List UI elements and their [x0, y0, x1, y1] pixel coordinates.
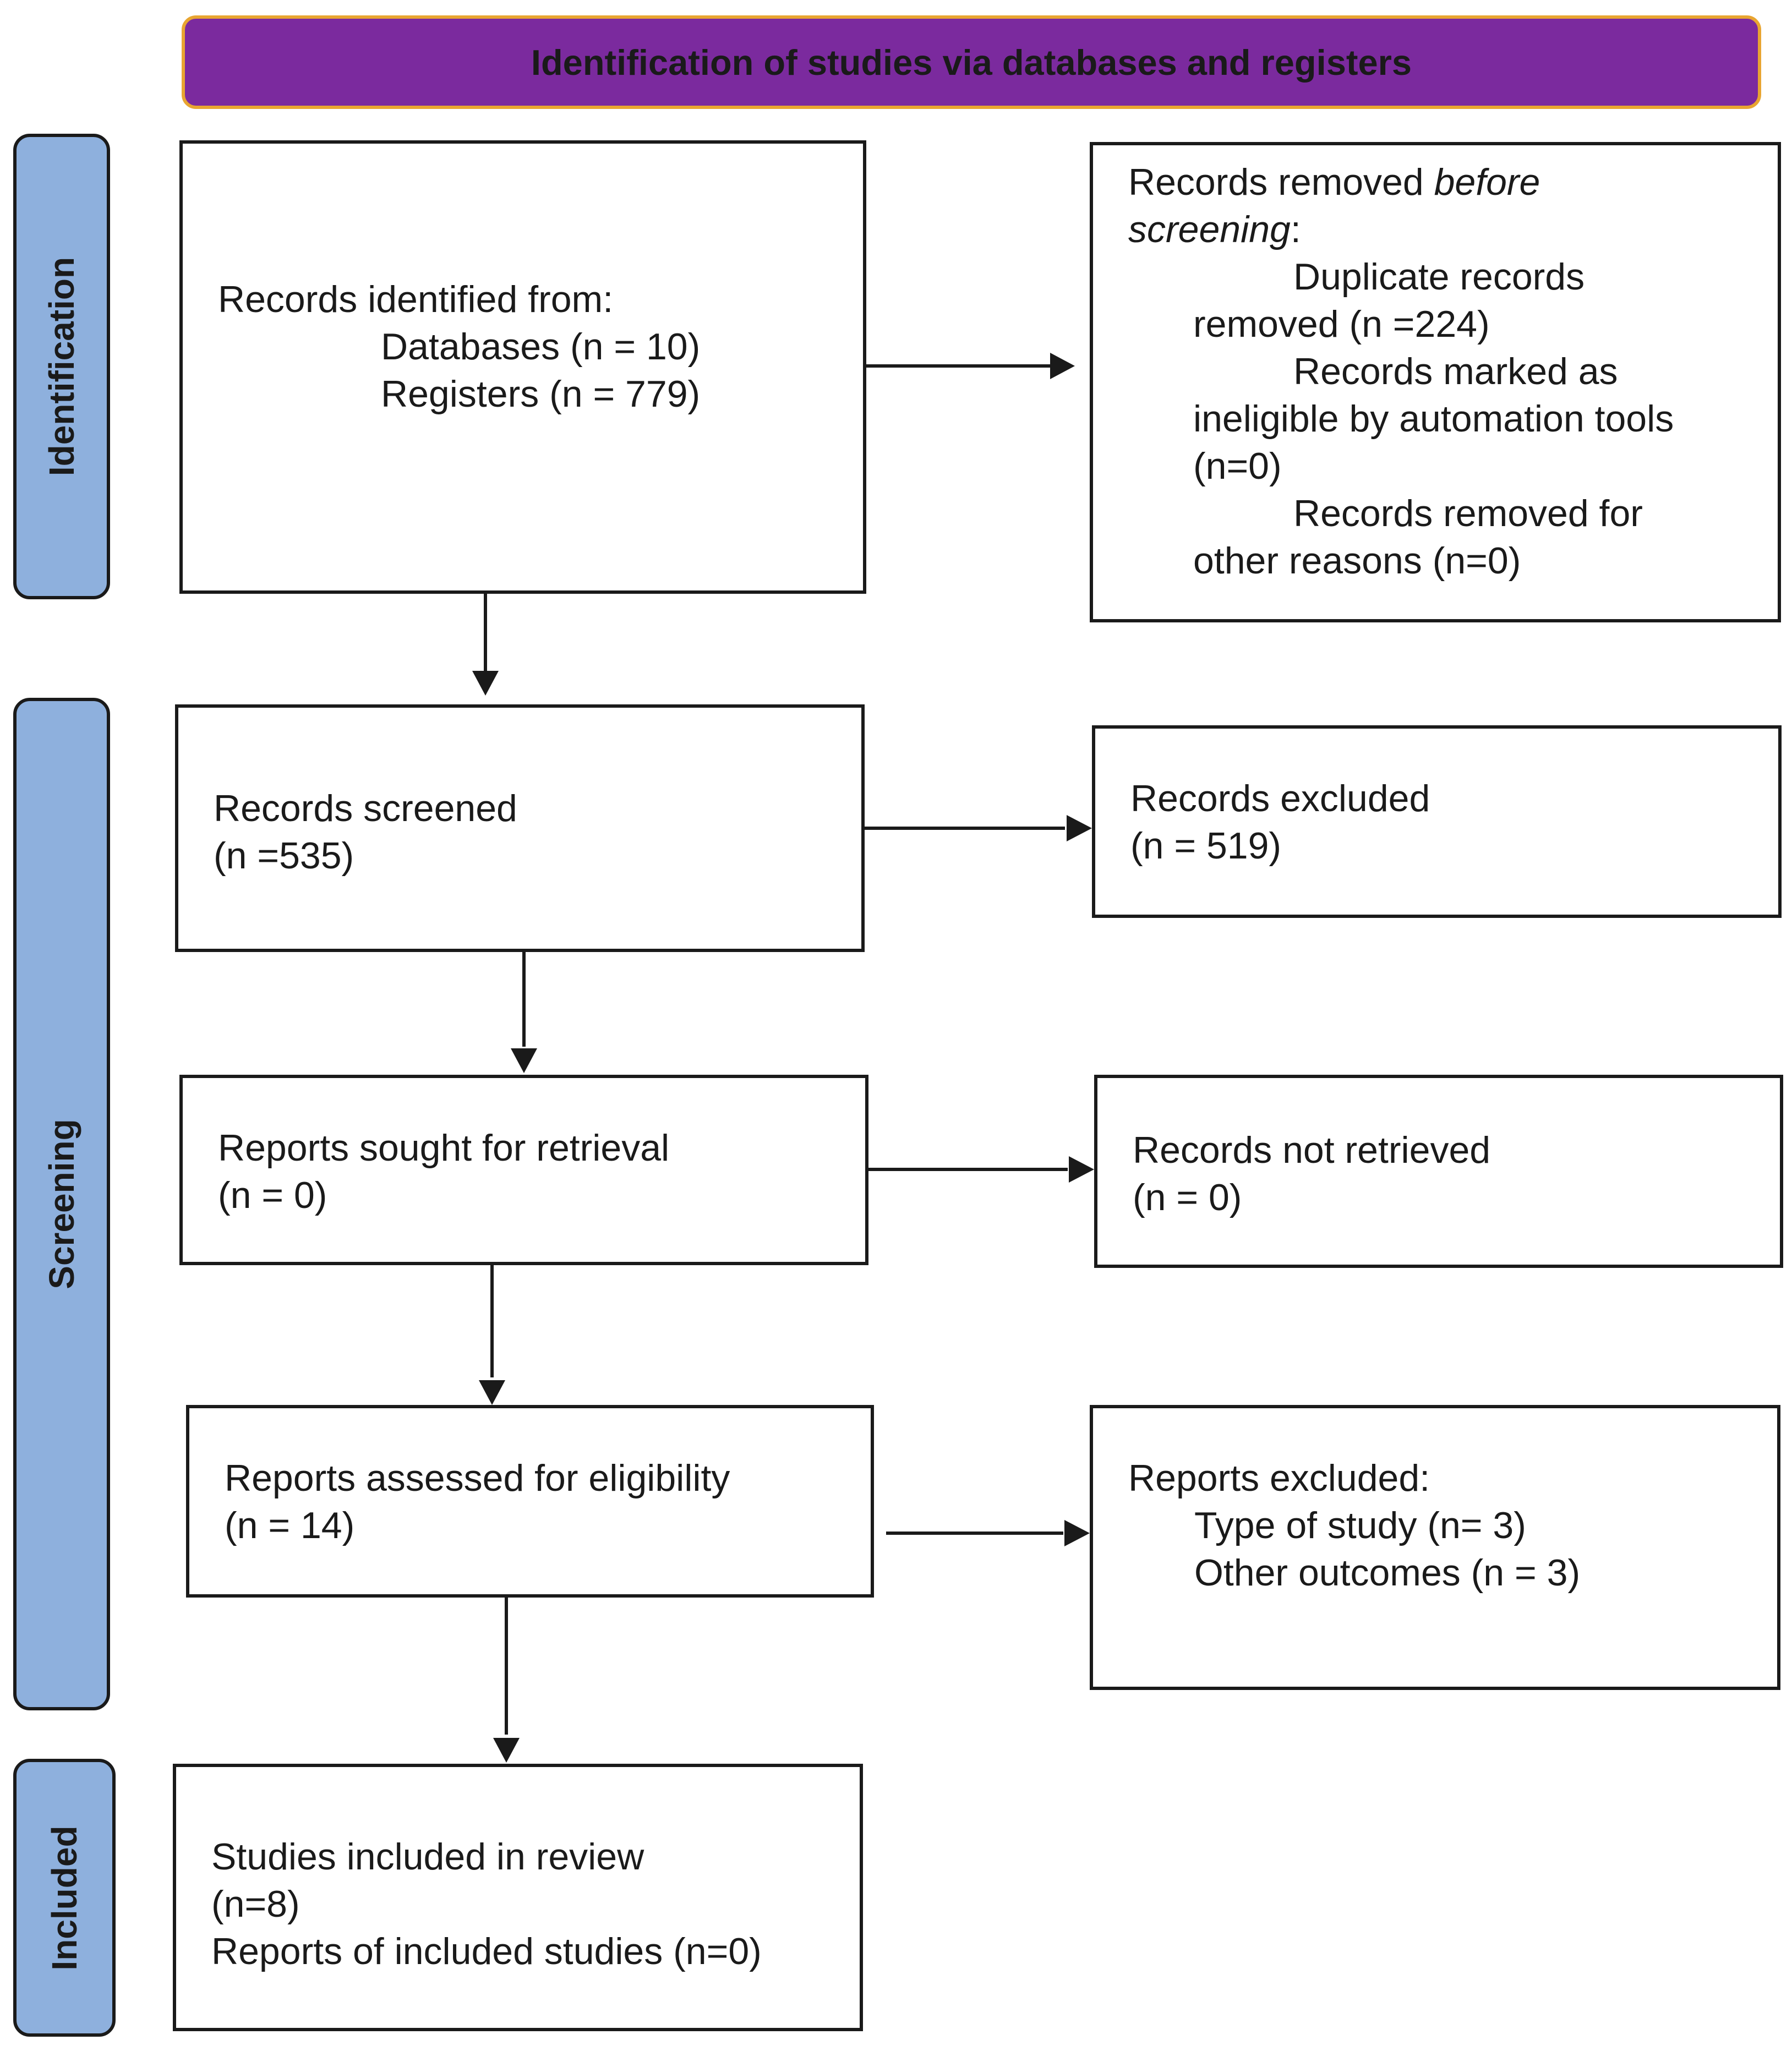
- records-excluded-title: Records excluded: [1130, 778, 1430, 819]
- studies-included-count: (n=8): [211, 1883, 300, 1925]
- records-screened-count: (n =535): [214, 835, 354, 877]
- arrowhead-sought-to-assessed: [479, 1380, 505, 1405]
- ineligible-records-line1: Records marked as: [1293, 351, 1618, 392]
- records-screened-box: Records screened (n =535): [175, 704, 865, 952]
- duplicate-records-line2: removed (n =224): [1193, 303, 1490, 345]
- ineligible-records-line2: ineligible by automation tools: [1193, 398, 1674, 440]
- records-identified-box: Records identified from: Databases (n = …: [179, 140, 866, 594]
- studies-included-box: Studies included in review (n=8) Reports…: [173, 1764, 863, 2031]
- reports-excluded-other-outcomes: Other outcomes (n = 3): [1194, 1552, 1581, 1594]
- reports-excluded-box: Reports excluded: Type of study (n= 3) O…: [1090, 1405, 1780, 1690]
- records-excluded-box: Records excluded (n = 519): [1092, 725, 1782, 918]
- reports-excluded-type-of-study: Type of study (n= 3): [1194, 1505, 1526, 1546]
- reports-excluded-title: Reports excluded:: [1128, 1457, 1430, 1499]
- arrowhead-sought-to-not-retrieved: [1069, 1156, 1094, 1183]
- phase-identification-label: Identification: [42, 256, 81, 477]
- arrowhead-screened-to-sought: [511, 1048, 537, 1073]
- reports-sought-count: (n = 0): [218, 1174, 327, 1216]
- arrowhead-assessed-to-included: [493, 1738, 520, 1763]
- records-removed-title-italic: before screening: [1128, 161, 1540, 250]
- reports-assessed-title: Reports assessed for eligibility: [225, 1457, 730, 1499]
- records-not-retrieved-box: Records not retrieved (n = 0): [1094, 1075, 1783, 1268]
- studies-included-reports: Reports of included studies (n=0): [211, 1930, 762, 1972]
- records-not-retrieved-title: Records not retrieved: [1133, 1129, 1491, 1171]
- other-reasons-line1: Records removed for: [1293, 493, 1643, 534]
- records-identified-title: Records identified from:: [218, 278, 614, 320]
- reports-sought-box: Reports sought for retrieval (n = 0): [179, 1075, 868, 1265]
- records-screened-title: Records screened: [214, 787, 517, 829]
- phase-included-label: Included: [45, 1825, 84, 1971]
- records-excluded-count: (n = 519): [1130, 825, 1282, 867]
- reports-assessed-count: (n = 14): [225, 1505, 355, 1546]
- ineligible-records-line3: (n=0): [1193, 445, 1282, 487]
- phase-screening: Screening: [13, 698, 110, 1710]
- reports-sought-title: Reports sought for retrieval: [218, 1127, 670, 1169]
- phase-identification: Identification: [13, 134, 110, 599]
- records-removed-title-suffix: :: [1290, 209, 1301, 250]
- studies-included-title: Studies included in review: [211, 1836, 644, 1878]
- records-removed-title: Records removed before screening:: [1128, 158, 1602, 253]
- arrowhead-screened-to-excluded: [1067, 815, 1092, 841]
- phase-included: Included: [13, 1759, 116, 2037]
- records-not-retrieved-count: (n = 0): [1133, 1177, 1242, 1218]
- arrowhead-identified-to-removed: [1050, 353, 1075, 379]
- other-reasons-line2: other reasons (n=0): [1193, 540, 1521, 582]
- phase-screening-label: Screening: [42, 1119, 81, 1289]
- identification-header: Identification of studies via databases …: [182, 15, 1761, 109]
- records-removed-title-prefix: Records removed: [1128, 161, 1434, 203]
- records-removed-box: Records removed before screening: Duplic…: [1090, 142, 1781, 622]
- records-identified-databases: Databases (n = 10): [381, 326, 701, 368]
- arrowhead-assessed-to-excluded: [1064, 1520, 1090, 1546]
- duplicate-records-line1: Duplicate records: [1293, 256, 1585, 298]
- records-identified-registers: Registers (n = 779): [381, 373, 701, 415]
- reports-assessed-box: Reports assessed for eligibility (n = 14…: [186, 1405, 874, 1598]
- arrowhead-identified-to-screened: [472, 671, 499, 696]
